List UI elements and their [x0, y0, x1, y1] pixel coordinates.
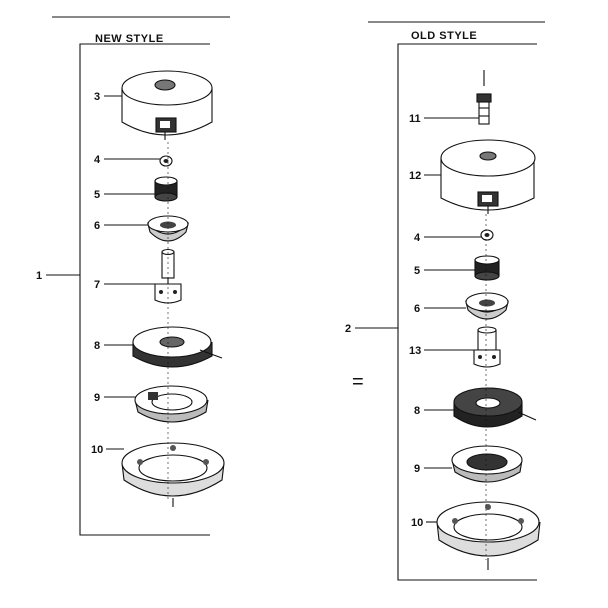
bracket-new-style: [79, 43, 210, 536]
callout-old-11: 11: [409, 113, 421, 125]
callout-old-4: 4: [414, 232, 421, 244]
bracket-old-style: [397, 43, 537, 581]
callout-old-12: 12: [409, 170, 421, 182]
old-style-callouts: 11 12 4 5 6 13 8 9 10: [409, 113, 481, 529]
callout-old-13: 13: [409, 345, 421, 357]
callout-new-7: 7: [94, 279, 100, 291]
new-part-spring: [154, 176, 178, 202]
old-part-adapter: [473, 326, 501, 368]
old-part-bolt: [476, 70, 492, 125]
callout-new-10: 10: [91, 444, 103, 456]
old-part-washer: [480, 229, 494, 241]
callout-new-8: 8: [94, 340, 100, 352]
callout-old-8: 8: [414, 405, 420, 417]
assembly-number-new: 1: [36, 270, 42, 282]
new-part-washer: [159, 155, 173, 167]
new-part-ring: [121, 442, 225, 507]
callout-new-4: 4: [94, 154, 101, 166]
callout-old-9: 9: [414, 463, 420, 475]
callout-new-9: 9: [94, 392, 100, 404]
assembly-number-old: 2: [345, 323, 351, 335]
old-part-spring: [474, 255, 500, 281]
new-style-parts: [121, 70, 225, 507]
heading-old-style: OLD STYLE: [411, 30, 477, 42]
old-part-spool: [453, 387, 537, 428]
callout-old-6: 6: [414, 303, 420, 315]
old-part-cup: [465, 292, 509, 320]
separator-mark: =: [352, 371, 364, 393]
callout-old-10: 10: [411, 517, 423, 529]
callout-new-3: 3: [94, 91, 100, 103]
new-part-cup: [146, 215, 190, 242]
callout-old-5: 5: [414, 265, 420, 277]
callout-new-6: 6: [94, 220, 100, 232]
old-style-parts: [436, 70, 541, 570]
old-part-ring: [436, 501, 541, 570]
callout-new-5: 5: [94, 189, 100, 201]
old-part-cap: [440, 139, 536, 214]
new-part-cap: [121, 70, 213, 140]
old-part-housing: [451, 445, 523, 483]
heading-new-style: NEW STYLE: [95, 33, 164, 45]
new-part-housing: [134, 385, 209, 423]
new-style-callouts: 3 4 5 6 7 8 9 10: [91, 91, 160, 456]
new-part-spool: [132, 326, 223, 368]
